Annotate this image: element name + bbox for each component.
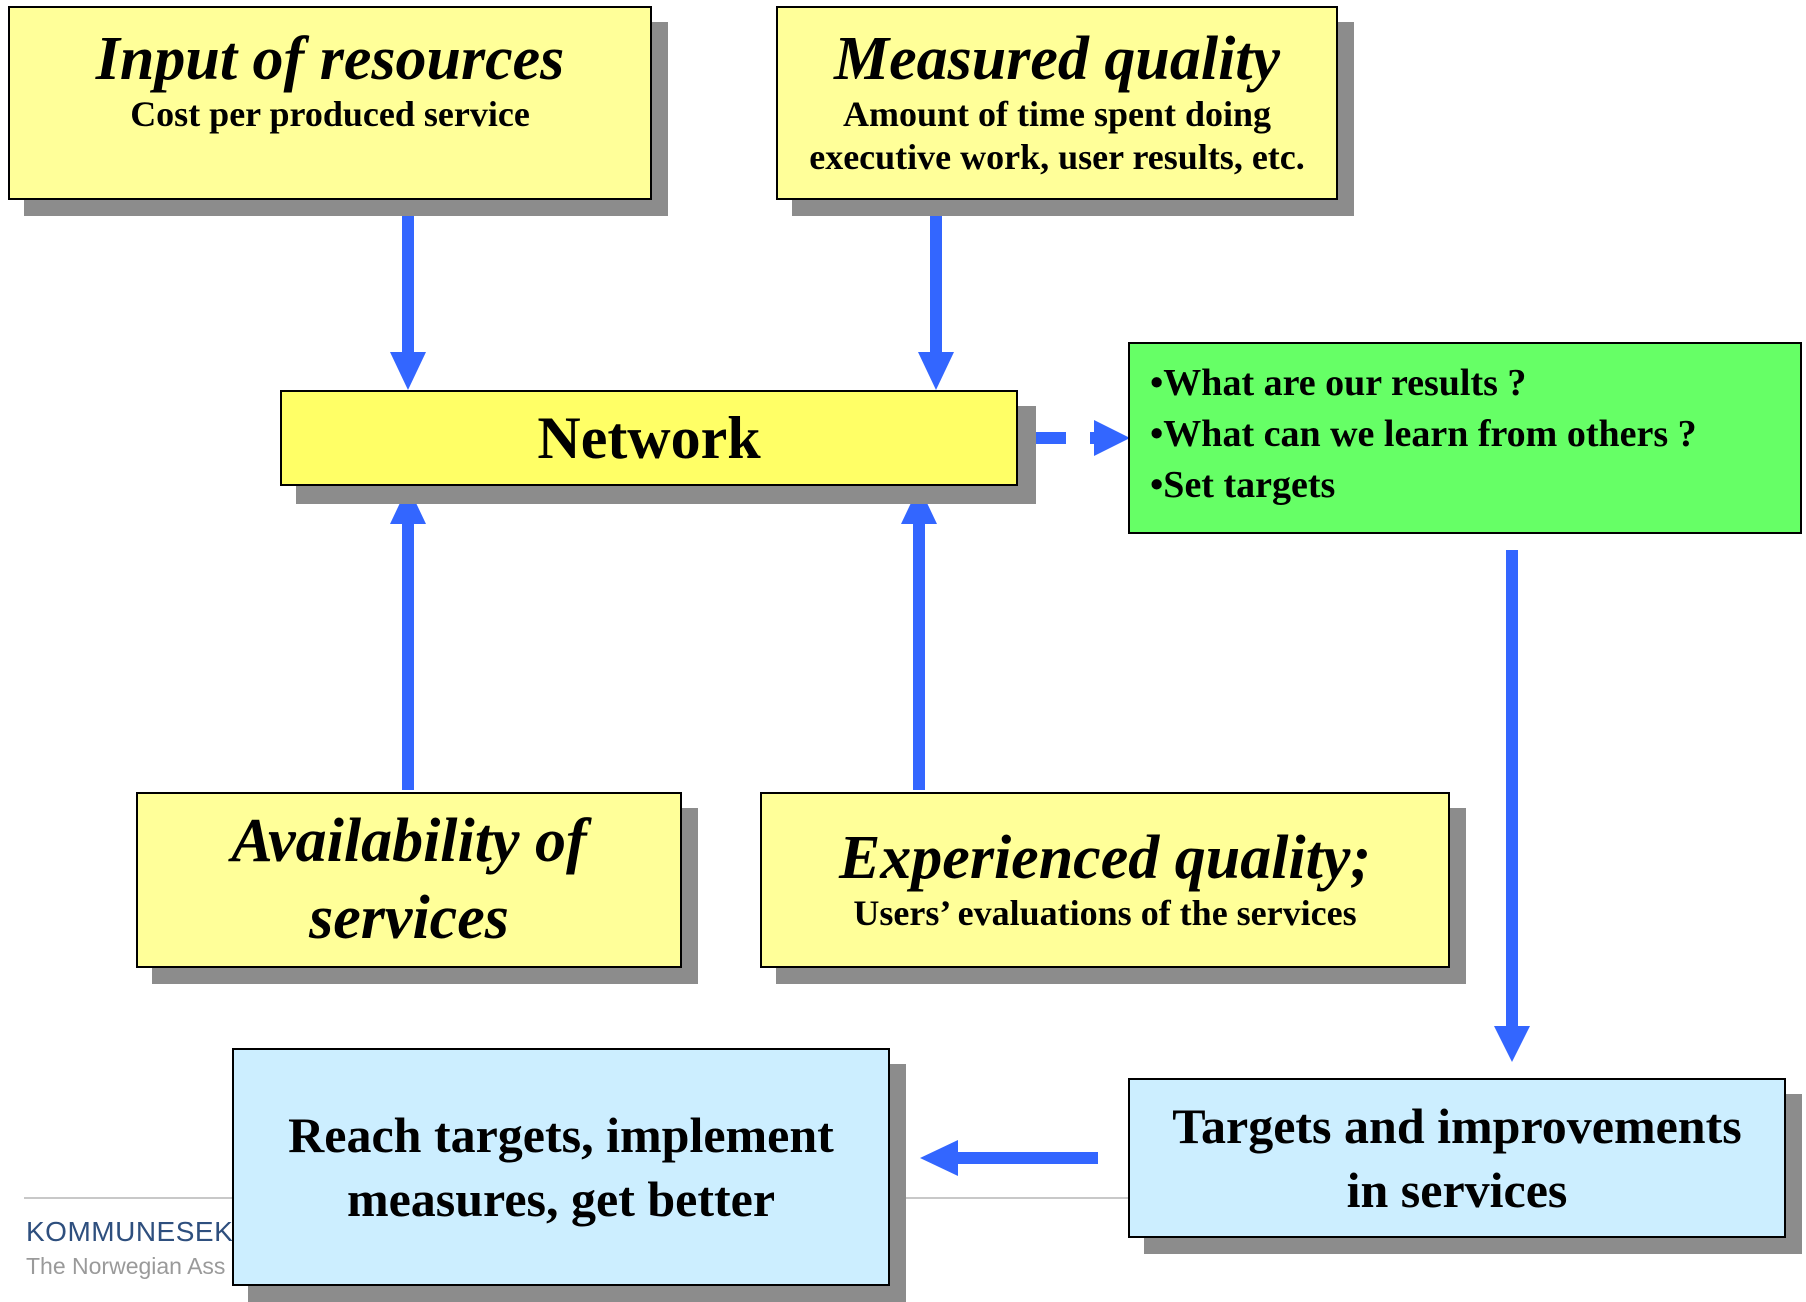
question-item-targets: •Set targets (1150, 464, 1336, 506)
experienced-quality-title: Experienced quality; (838, 823, 1372, 892)
organization-logo-name: KOMMUNESEK (26, 1216, 234, 1247)
arrow-questions-to-targets-head (1494, 1026, 1530, 1062)
arrow-input-to-network (402, 214, 414, 354)
network-label: Network (537, 404, 761, 471)
question-item-results: •What are our results ? (1150, 362, 1527, 404)
organization-logo-tagline: The Norwegian Ass (26, 1253, 226, 1279)
input-resources-subtitle: Cost per produced service (130, 93, 530, 134)
targets-improvements-box: Targets and improvements in services (1128, 1078, 1786, 1238)
arrow-availability-to-network (402, 522, 414, 790)
question-item-learn: •What can we learn from others ? (1150, 413, 1697, 455)
measured-quality-subtitle-line2: executive work, user results, etc. (809, 137, 1305, 178)
arrow-targets-to-reach-head (920, 1140, 958, 1176)
measured-quality-subtitle-line1: Amount of time spent doing (842, 93, 1272, 134)
targets-improvements-line2: in services (1346, 1162, 1568, 1218)
availability-title-line2: services (309, 884, 509, 952)
arrow-measured-to-network-head (918, 352, 954, 390)
experienced-quality-subtitle: Users’ evaluations of the services (853, 892, 1357, 933)
arrow-experienced-to-network-head (901, 486, 937, 524)
arrow-availability-to-network-head (390, 486, 426, 524)
measured-quality-box: Measured quality Amount of time spent do… (776, 6, 1338, 200)
arrow-measured-to-network (930, 200, 942, 354)
arrow-network-to-questions-dash (1090, 432, 1096, 444)
reach-targets-line1: Reach targets, implement (288, 1107, 834, 1163)
availability-box: Availability of services (136, 792, 682, 968)
input-resources-title: Input of resources (95, 25, 565, 93)
arrow-questions-to-targets (1506, 550, 1518, 1028)
targets-improvements-line1: Targets and improvements (1172, 1098, 1742, 1154)
arrow-experienced-to-network (913, 522, 925, 790)
arrow-input-to-network-head (390, 352, 426, 390)
arrow-targets-to-reach (956, 1152, 1098, 1164)
availability-title-line1: Availability of (231, 806, 587, 875)
experienced-quality-box: Experienced quality; Users’ evaluations … (760, 792, 1450, 968)
input-resources-box: Input of resources Cost per produced ser… (8, 6, 652, 200)
questions-box: •What are our results ? •What can we lea… (1128, 342, 1802, 534)
arrow-network-to-questions-head (1094, 420, 1130, 456)
reach-targets-line2: measures, get better (346, 1171, 776, 1227)
measured-quality-title: Measured quality (833, 25, 1281, 93)
reach-targets-box: Reach targets, implement measures, get b… (232, 1048, 890, 1286)
network-box: Network (280, 390, 1018, 486)
